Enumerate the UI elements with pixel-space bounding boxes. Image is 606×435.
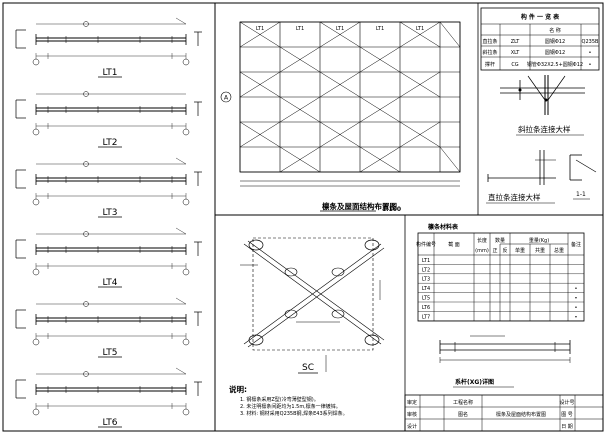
mt-header-section: 截 面	[448, 241, 460, 248]
note-item-2: 2. 未注明檩条间距均为1.5m,檩条一律镀锌。	[240, 403, 341, 410]
mt-sub-unit: (mm)	[475, 248, 489, 254]
material-row: LT6 •	[422, 305, 578, 311]
material-row: LT7 •	[422, 314, 578, 320]
strut-detail-title: 系杆(XG)详图	[455, 378, 494, 386]
roof-plan: LT1 LT1 LT1 LT1 LT1 A 檩条及屋面结构布置图 1:100	[220, 21, 461, 213]
roof-grid-label: LT1	[336, 26, 344, 32]
axis-marker-label: A	[224, 95, 229, 102]
roof-plan-title: 檩条及屋面结构布置图	[322, 201, 397, 211]
material-row-id: LT2	[422, 267, 430, 273]
member-table: 构 件 一 览 表 名 称 直拉条 ZLT 圆钢Φ12 Q235B 斜拉条 XLT 圆钢Φ1…	[480, 7, 600, 71]
notes-heading: 说明:	[229, 384, 247, 394]
straight-brace-label: 直拉条连接大样	[488, 192, 541, 202]
tb-right-2: 图 号	[561, 412, 573, 418]
purlin-label: LT5	[103, 348, 118, 358]
purlin-detail: LT4	[15, 227, 202, 288]
sc-bracing-detail: SC	[240, 237, 385, 374]
title-block: 审定 审核 设计 工程名称 图名 檩条及屋面结构布置图 设计号 图 号 日 期	[404, 394, 604, 432]
note-item-3: 3. 材料: 钢材采用Q235B钢,焊条E43系列焊条。	[240, 410, 348, 417]
material-row-note: •	[575, 305, 578, 311]
purlin-label: LT4	[103, 278, 118, 288]
member-material: •	[589, 62, 592, 68]
material-row-id: LT1	[422, 258, 430, 264]
tb-drawing-name: 檩条及屋面结构布置图	[496, 411, 546, 418]
note-item-1: 1. 钢檩条采用Z型(冷弯薄壁型钢)。	[240, 396, 319, 403]
material-row-id: LT4	[422, 286, 430, 292]
brace-details: 斜拉条连接大样 直拉条连接大样 1-1	[486, 75, 597, 204]
section-label: 1-1	[576, 191, 586, 198]
purlin-label: LT3	[103, 208, 118, 218]
member-material: •	[589, 50, 592, 56]
strut-detail: 系杆(XG)详图	[439, 335, 571, 388]
mt-sub-grand: 总重	[554, 247, 564, 254]
mt-sub-unit-weight: 单重	[515, 247, 525, 254]
purlin-detail: LT3	[15, 157, 202, 218]
material-row: LT1	[422, 258, 430, 264]
member-row: 直拉条 ZLT 圆钢Φ12 Q235B	[482, 38, 599, 45]
purlin-detail: LT6	[15, 367, 202, 428]
purlin-label: LT1	[103, 68, 118, 78]
member-code: CG	[511, 62, 518, 68]
material-row-id: LT6	[422, 305, 430, 311]
member-row: 撑杆 CG 钢管Φ32X2.5+圆钢Φ12 •	[485, 61, 592, 68]
mt-header-weight: 重量(Kg)	[529, 237, 549, 244]
member-name: 圆钢Φ12	[545, 38, 565, 45]
mt-sub-neg: 反	[502, 247, 507, 254]
material-row: LT2	[422, 267, 430, 273]
material-row-note: •	[575, 286, 578, 292]
roof-grid-label: LT1	[296, 26, 304, 32]
material-table: 檩条材料表 构件编号 截 面 长度 数量 重量(Kg) 备注 (mm) 正 反 …	[416, 223, 585, 322]
roof-plan-scale: 1:100	[382, 206, 401, 213]
material-row-note: •	[575, 314, 578, 320]
material-table-title: 檩条材料表	[428, 223, 459, 231]
member-name: 钢管Φ32X2.5+圆钢Φ12	[527, 61, 583, 68]
member-code: XLT	[511, 50, 521, 56]
tb-row-2: 审核	[407, 411, 417, 418]
purlin-detail: LT5	[15, 297, 202, 358]
diagonal-brace-label: 斜拉条连接大样	[518, 124, 571, 134]
purlin-detail: LT2	[15, 91, 202, 148]
mt-sub-pos: 正	[492, 248, 497, 254]
material-row-id: LT7	[422, 314, 430, 320]
member-code: ZLT	[511, 39, 521, 45]
tb-drawing-label: 图名	[458, 411, 468, 418]
material-row: LT4 •	[422, 286, 578, 292]
purlin-detail: LT1	[15, 17, 202, 78]
material-row: LT3	[422, 277, 430, 283]
roof-grid-label: LT1	[376, 26, 384, 32]
member-table-title: 构 件 一 览 表	[521, 13, 560, 21]
member-table-header-name: 名 称	[549, 27, 561, 34]
mt-header-qty: 数量	[495, 237, 505, 244]
tb-row-1: 审定	[407, 399, 417, 406]
axis-marker	[220, 91, 232, 103]
material-row-id: LT3	[422, 277, 430, 283]
member-type: 斜拉条	[482, 49, 497, 56]
mt-header-length: 长度	[477, 237, 487, 244]
member-type: 直拉条	[482, 38, 497, 45]
roof-grid-label: LT1	[416, 26, 424, 32]
notes: 说明: 1. 钢檩条采用Z型(冷弯薄壁型钢)。 2. 未注明檩条间距均为1.5m…	[229, 384, 348, 417]
member-row: 斜拉条 XLT 圆钢Φ12 •	[482, 49, 591, 56]
sc-label: SC	[302, 363, 314, 373]
material-row: LT5 •	[422, 296, 578, 302]
material-row-note: •	[575, 296, 578, 302]
purlin-label: LT2	[103, 138, 118, 148]
mt-header-id: 构件编号	[416, 241, 436, 248]
mt-header-note: 备注	[571, 241, 581, 248]
tb-project-label: 工程名称	[453, 399, 473, 406]
tb-right-3: 日 期	[561, 424, 573, 430]
member-type: 撑杆	[485, 61, 495, 68]
mt-sub-total: 共重	[535, 247, 545, 254]
purlin-label: LT6	[103, 418, 118, 428]
material-row-id: LT5	[422, 296, 430, 302]
tb-right-1: 设计号	[559, 399, 574, 406]
tb-row-3: 设计	[407, 423, 417, 430]
member-name: 圆钢Φ12	[545, 49, 565, 56]
member-material: Q235B	[582, 39, 599, 45]
roof-grid-label: LT1	[256, 26, 264, 32]
